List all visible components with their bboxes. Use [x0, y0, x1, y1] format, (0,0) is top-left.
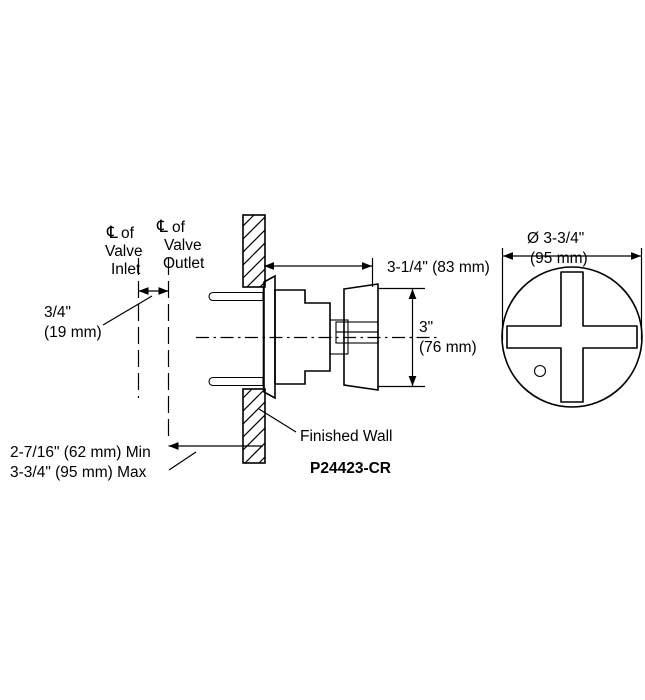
dim-escutcheon-dia-mm: (95 mm): [530, 250, 588, 267]
dim-inlet-outlet-inches: 3/4": [44, 304, 71, 321]
label-finished-wall: Finished Wall: [300, 428, 392, 445]
set-screw-hole: [533, 364, 547, 378]
dim-escutcheon-dia-inches: Ø 3-3/4": [527, 230, 584, 247]
dim-rough-in-max: 3-3/4" (95 mm) Max: [10, 464, 147, 481]
dim-rough-in-min: 2-7/16" (62 mm) Min: [10, 444, 151, 461]
label-part-number: P24423-CR: [310, 460, 391, 477]
escutcheon-outer-circle: [501, 266, 643, 408]
escutcheon-face-view: Ø 3-3/4" (95 mm): [501, 230, 643, 408]
cl-outlet-outlet: Outlet: [163, 255, 205, 272]
cl-inlet-inlet: Inlet: [111, 261, 141, 278]
rough-in-dimension-leader: [168, 451, 197, 471]
cl-inlet-valve: Valve: [105, 243, 143, 260]
cl-outlet-of: of: [172, 219, 186, 236]
valve-inlet-pipes: [208, 291, 264, 387]
centerline-symbol-outlet: ℄: [156, 217, 168, 237]
wall-hatch-top: [243, 215, 265, 287]
wall-hatch-bottom: [243, 389, 265, 463]
dim-projection: 3-1/4" (83 mm): [387, 259, 490, 276]
centerline-symbol-inlet: ℄: [106, 223, 118, 243]
finished-wall-section: [242, 214, 266, 464]
cl-inlet-of: of: [121, 225, 135, 242]
escutcheon-plate: [263, 274, 276, 400]
valve-body-profile: [274, 289, 331, 385]
dim-handle-height-inches: 3": [419, 319, 433, 336]
dim-handle-height-mm: (76 mm): [419, 339, 477, 356]
finished-wall-leader: [258, 408, 297, 433]
cl-outlet-valve: Valve: [164, 237, 202, 254]
label-cl-valve-outlet: ℄ of Valve Outlet: [156, 217, 205, 272]
inlet-outlet-dimension-leader: [102, 295, 153, 326]
dim-inlet-outlet-mm: (19 mm): [44, 324, 102, 341]
cross-handle-side-profile: [335, 283, 379, 391]
label-cl-valve-inlet: ℄ of Valve Inlet: [105, 223, 143, 278]
cross-handle-face: [506, 271, 638, 403]
